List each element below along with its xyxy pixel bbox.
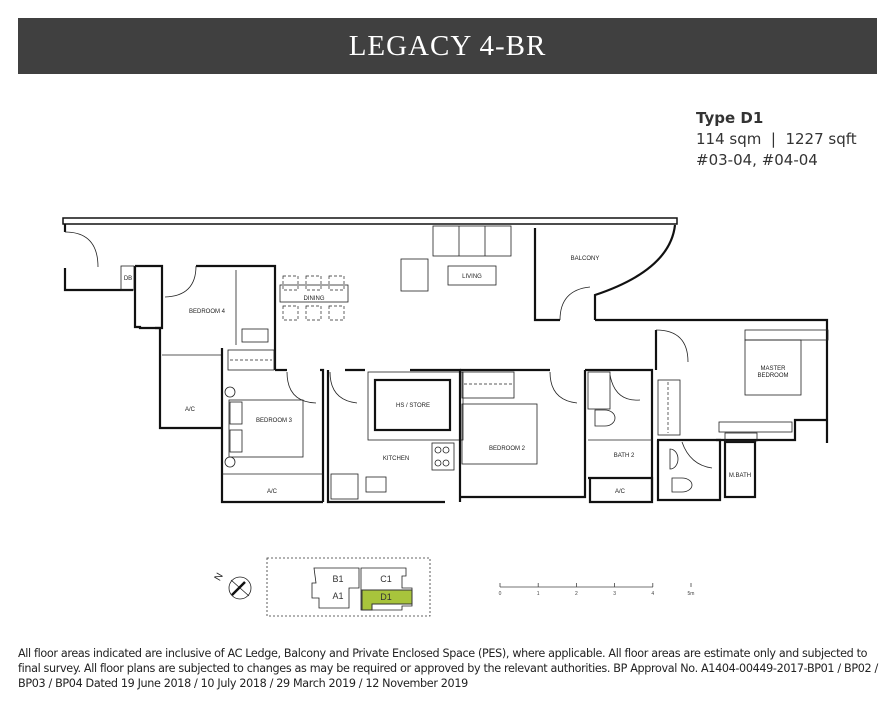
label-hs-store: HS / STORE [396,403,430,409]
label-balcony: BALCONY [571,256,600,262]
scale-tick-label: 1 [537,591,540,597]
label-bedroom-4: BEDROOM 4 [189,309,226,315]
label-db: DB [124,276,132,282]
label-master: MASTER [760,366,786,372]
key-plan: B1 C1 A1 D1 [266,557,431,617]
scale-tick-label: 0 [499,591,502,597]
label-living: LIVING [462,274,482,280]
label-ac-3: A/C [615,489,626,495]
label-m-bath: M.BATH [729,473,751,479]
label-ac-1: A/C [185,407,196,413]
scale-bar: 0 1 2 3 4 5m [499,583,695,597]
walls [62,217,829,504]
north-label: N [213,571,226,583]
room-labels: DB BEDROOM 4 DINING LIVING BALCONY MASTE… [124,256,789,495]
furniture [224,225,693,500]
label-bedroom-3: BEDROOM 3 [256,418,293,424]
unit-info: Type D1 114 sqm | 1227 sqft #03-04, #04-… [696,108,857,171]
keyplan-d1: D1 [380,592,392,602]
label-master-bedroom: BEDROOM [757,373,788,379]
key-plan-highlight-d1 [361,589,413,611]
keyplan-b1: B1 [332,574,343,584]
label-bath-2: BATH 2 [614,453,635,459]
label-bedroom-2: BEDROOM 2 [489,446,526,452]
keyplan-a1: A1 [332,591,343,601]
unit-type: Type D1 [696,109,764,127]
north-compass: N [213,571,252,600]
scale-tick-label: 3 [613,591,616,597]
keyplan-c1: C1 [380,574,392,584]
unit-numbers: #03-04, #04-04 [696,151,818,169]
label-ac-2: A/C [267,489,278,495]
title-banner: LEGACY 4-BR [18,18,877,74]
unit-area: 114 sqm | 1227 sqft [696,130,857,148]
page-title: LEGACY 4-BR [348,29,547,62]
scale-tick-label: 4 [651,591,654,597]
scale-tick-label: 2 [575,591,578,597]
label-dining: DINING [304,296,325,302]
doors [64,231,713,469]
label-kitchen: KITCHEN [383,456,409,462]
disclaimer: All floor areas indicated are inclusive … [18,647,878,690]
scale-tick-label: 5m [688,591,695,597]
